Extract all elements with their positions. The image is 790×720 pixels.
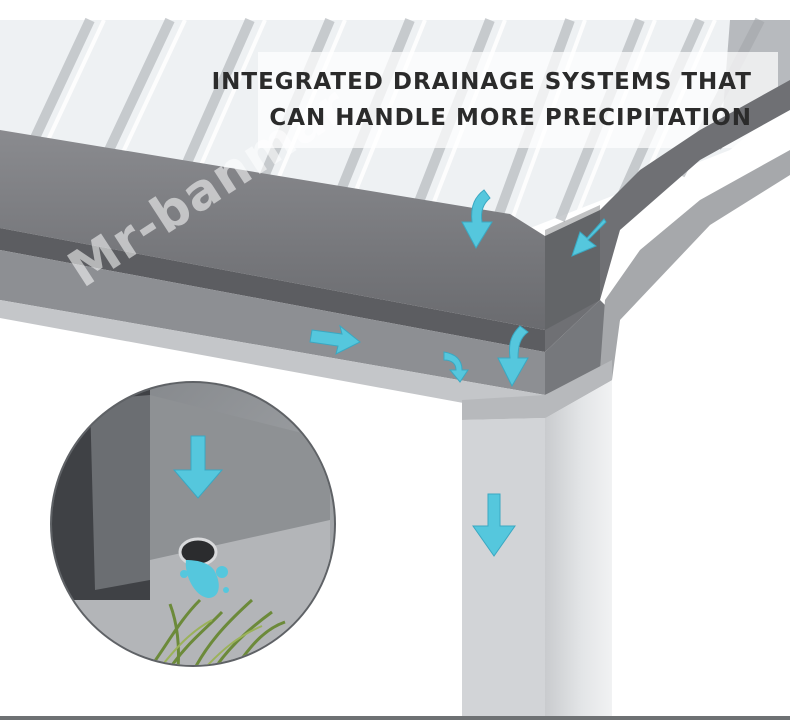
headline-line-1: INTEGRATED DRAINAGE SYSTEMS THAT (211, 69, 752, 95)
drain-outlet-detail (50, 381, 336, 667)
headline-backdrop (258, 52, 778, 148)
water-flow-arrow-icon (309, 189, 607, 557)
water-splash-icon (180, 560, 229, 598)
bottom-strip (0, 716, 790, 720)
gutter-beam (0, 80, 790, 418)
headline-line-2: CAN HANDLE MORE PRECIPITATION (269, 105, 752, 131)
headline: INTEGRATED DRAINAGE SYSTEMS THAT CAN HAN… (212, 64, 752, 136)
water-flow-arrow-icon (172, 435, 224, 499)
support-post (462, 360, 612, 716)
drain-outlet-icon (178, 537, 218, 567)
